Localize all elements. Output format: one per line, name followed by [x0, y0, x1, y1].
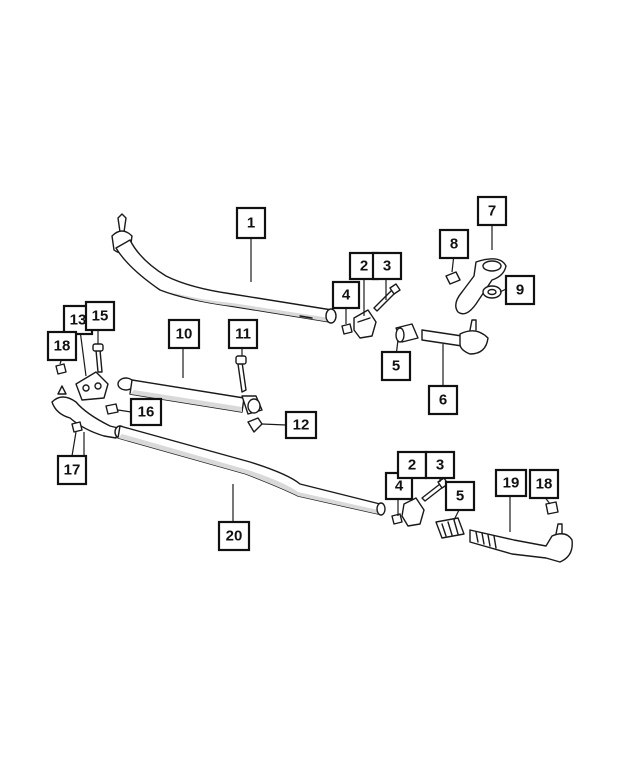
lower-adjust-sleeve: [435, 517, 465, 539]
callout-19: 19: [494, 468, 528, 498]
callout-18-lower: 18: [528, 468, 560, 500]
callout-label: 19: [503, 475, 520, 492]
callout-17: 17: [56, 454, 88, 486]
callout-label: 16: [138, 404, 155, 421]
callout-5-lower: 5: [444, 480, 476, 512]
callout-label: 20: [226, 528, 243, 545]
right-tie-rod-end: [469, 501, 573, 563]
callout-label: 9: [516, 282, 524, 299]
callout-16: 16: [129, 397, 163, 427]
callout-6: 6: [427, 384, 459, 416]
callout-label: 18: [54, 338, 71, 355]
callout-label: 8: [450, 236, 458, 253]
callout-label: 18: [536, 476, 553, 493]
callout-label: 3: [436, 457, 444, 474]
callout-5-upper: 5: [380, 350, 412, 382]
lower-clamp-assembly: [391, 477, 449, 527]
callout-label: 2: [360, 258, 368, 275]
callout-label: 3: [383, 258, 391, 275]
callout-10: 10: [167, 318, 201, 350]
callout-1: 1: [235, 206, 267, 240]
callout-label: 12: [293, 417, 310, 434]
left-bracket-assembly: [55, 343, 119, 415]
callout-label: 17: [64, 462, 81, 479]
upper-clamp-assembly: [341, 283, 401, 339]
callout-label: 1: [247, 215, 255, 232]
callout-label: 4: [395, 478, 404, 495]
upper-tie-rod-end: [421, 319, 489, 355]
steering-damper-part: [117, 355, 263, 433]
callout-label: 4: [342, 287, 351, 304]
callout-2-lower: 2: [396, 450, 428, 480]
callout-label: 13: [70, 312, 87, 329]
callout-label: 5: [392, 358, 400, 375]
callout-8: 8: [438, 228, 470, 260]
callout-4-upper: 4: [331, 280, 361, 310]
callout-15: 15: [84, 300, 116, 332]
callout-label: 7: [488, 203, 496, 220]
upper-adjust-sleeve: [395, 323, 419, 343]
callout-9: 9: [504, 274, 536, 306]
callout-label: 15: [92, 308, 109, 325]
callout-20: 20: [217, 520, 251, 552]
callout-label: 10: [176, 326, 193, 343]
callout-3-lower: 3: [424, 450, 456, 480]
tie-rod-part: [114, 425, 386, 516]
drag-link-part: [111, 213, 337, 324]
callout-12: 12: [284, 410, 318, 440]
callout-18-upper: 18: [46, 330, 78, 362]
callout-label: 5: [456, 488, 464, 505]
callout-11: 11: [227, 318, 259, 350]
callout-label: 2: [408, 457, 416, 474]
pitman-arm-part: [445, 258, 507, 315]
callout-7: 7: [476, 195, 508, 227]
callout-label: 6: [439, 392, 447, 409]
callout-label: 11: [235, 326, 251, 343]
callout-3-upper: 3: [371, 251, 403, 281]
